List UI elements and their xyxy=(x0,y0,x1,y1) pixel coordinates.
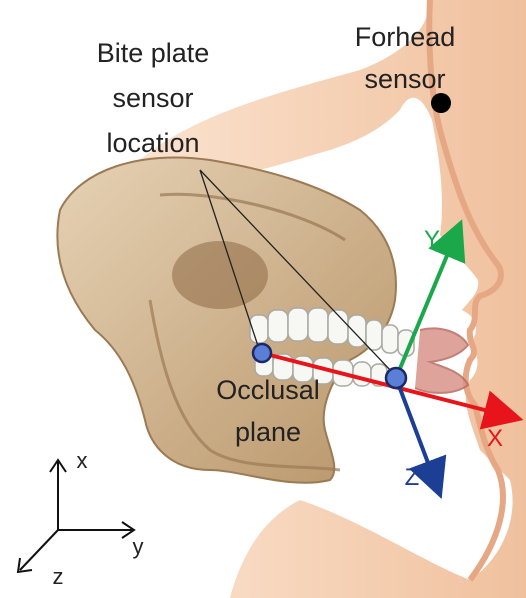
reference-frame xyxy=(18,460,134,572)
bite-plate-label-line2: sensor xyxy=(78,85,228,112)
lips xyxy=(415,328,468,393)
forehead-label-line2: sensor xyxy=(335,66,475,93)
bite-plate-label-line1: Bite plate xyxy=(78,40,228,67)
bite-plate-sensor-left xyxy=(253,344,271,362)
x-axis-label: X xyxy=(483,427,507,451)
occlusal-label-line1: Occlusal xyxy=(198,377,338,404)
occlusal-label-line2: plane xyxy=(198,419,338,446)
y-axis-label: Y xyxy=(420,228,444,252)
eye-socket xyxy=(172,241,268,309)
ref-x-label: x xyxy=(72,450,92,472)
z-axis-label: Z xyxy=(400,466,424,490)
forehead-label-line1: Forhead xyxy=(335,24,475,51)
ref-y-label: y xyxy=(128,536,148,558)
ref-z-label: z xyxy=(48,566,68,588)
bite-plate-label-line3: location xyxy=(78,130,228,157)
bite-plate-sensor-right xyxy=(386,368,406,388)
forehead-sensor xyxy=(431,93,451,113)
